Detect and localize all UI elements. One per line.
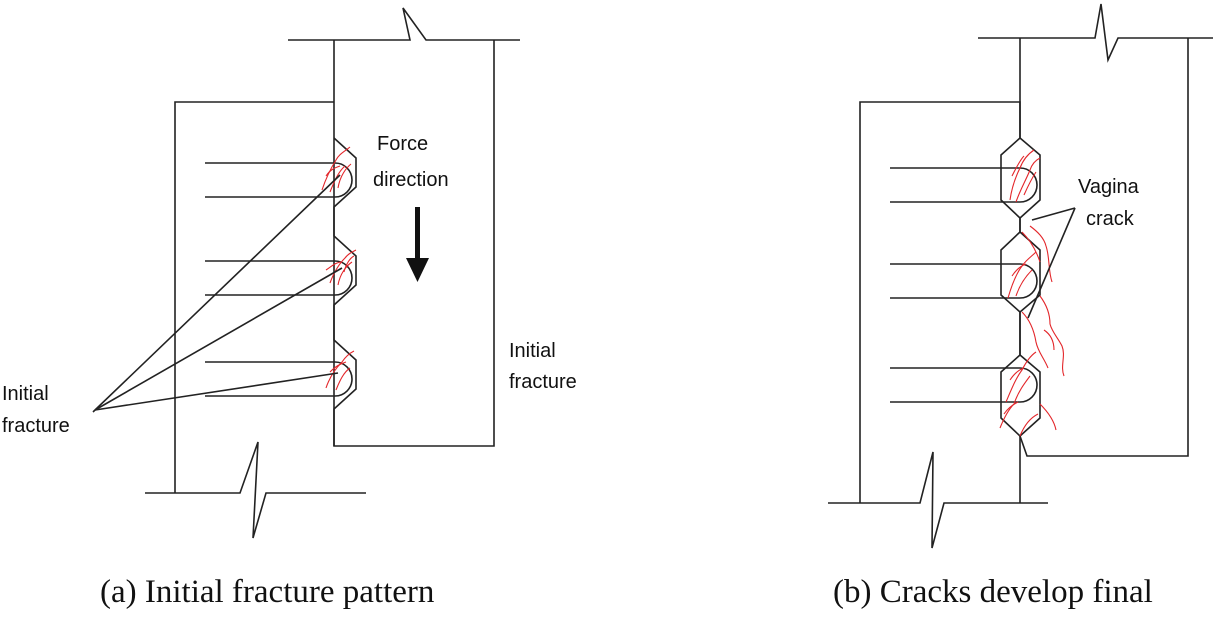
vagina-crack-label: Vagina crack bbox=[1078, 176, 1144, 230]
panel-b: Vagina crack (b) Cracks develop final bbox=[828, 3, 1213, 610]
bottom-break-line-b bbox=[828, 451, 1048, 549]
rebar-hook bbox=[205, 162, 353, 198]
initial-fracture-label-right: Initial fracture bbox=[509, 340, 577, 393]
initial-fracture-label-left: Initial fracture bbox=[2, 383, 70, 437]
left-block-b bbox=[859, 101, 1021, 503]
rebar-hook bbox=[890, 367, 1038, 403]
leader-lines-b bbox=[1027, 207, 1076, 319]
top-break-line-a bbox=[288, 7, 520, 41]
force-arrow-icon bbox=[406, 207, 429, 282]
developed-cracks-b bbox=[999, 149, 1065, 437]
rebar-hook bbox=[205, 260, 353, 296]
right-block-a bbox=[333, 40, 495, 447]
left-block-a bbox=[174, 101, 334, 493]
panel-a: Force direction Initial fracture Initial… bbox=[2, 7, 577, 610]
leader-lines-a bbox=[92, 174, 343, 413]
rebar-hooks-b bbox=[890, 167, 1038, 403]
rebar-hook bbox=[205, 361, 353, 397]
rebar-hooks-a bbox=[205, 162, 353, 397]
right-block-b bbox=[1019, 38, 1189, 457]
top-break-line-b bbox=[978, 3, 1213, 63]
rebar-hook bbox=[890, 167, 1038, 203]
shear-key-profile-a bbox=[333, 137, 357, 446]
caption-a: (a) Initial fracture pattern bbox=[100, 574, 434, 610]
force-direction-label: Force direction bbox=[373, 133, 449, 191]
caption-b: (b) Cracks develop final bbox=[833, 574, 1153, 610]
bottom-break-line-a bbox=[145, 441, 366, 539]
rebar-hook bbox=[890, 263, 1038, 299]
